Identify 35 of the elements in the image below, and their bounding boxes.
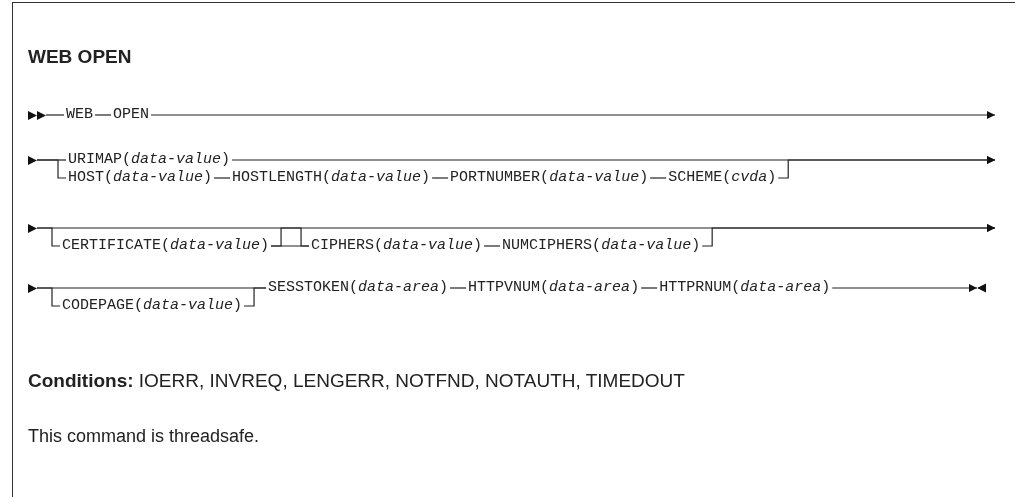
connector-line: [777, 156, 996, 179]
continuation-marker: [28, 223, 37, 233]
note-text: This command is threadsafe.: [28, 426, 260, 447]
syntax-keyword: SCHEME(cvda): [668, 169, 777, 186]
connector-line: [640, 287, 658, 289]
syntax-keyword: OPEN: [113, 106, 150, 123]
syntax-keyword: HTTPRNUM(data-area): [659, 279, 831, 296]
connector-line: [831, 284, 978, 292]
connector-line: [431, 177, 449, 179]
syntax-keyword: SESSTOKEN(data-area): [268, 279, 449, 296]
conditions-text: Conditions: IOERR, INVREQ, LENGERR, NOTFND, NOTAUTH, TIMEDOUT: [28, 370, 685, 392]
connector-line: [36, 159, 67, 179]
connector-line: [94, 114, 112, 116]
connector-line: [213, 177, 231, 179]
syntax-keyword: CODEPAGE(data-value): [62, 297, 243, 314]
syntax-keyword: WEB: [66, 106, 93, 123]
continuation-marker: [28, 155, 37, 165]
start-marker: [28, 110, 46, 120]
connector-line: [243, 287, 267, 307]
connector-line: [701, 224, 996, 247]
syntax-keyword: CIPHERS(data-value): [311, 237, 483, 254]
syntax-keyword: PORTNUMBER(data-value): [450, 169, 649, 186]
syntax-keyword: HOSTLENGTH(data-value): [232, 169, 431, 186]
syntax-keyword: URIMAP(data-value): [68, 151, 231, 168]
syntax-keyword: CERTIFICATE(data-value): [62, 237, 270, 254]
title: WEB OPEN: [28, 46, 132, 68]
connector-line: [45, 114, 65, 116]
connector-line: [649, 177, 667, 179]
syntax-keyword: HTTPVNUM(data-area): [468, 279, 640, 296]
continuation-marker: [28, 283, 37, 293]
connector-line: [483, 245, 501, 247]
connector-line: [449, 287, 467, 289]
syntax-keyword: NUMCIPHERS(data-value): [502, 237, 701, 254]
syntax-keyword: HOST(data-value): [68, 169, 213, 186]
connector-line: [150, 111, 996, 119]
